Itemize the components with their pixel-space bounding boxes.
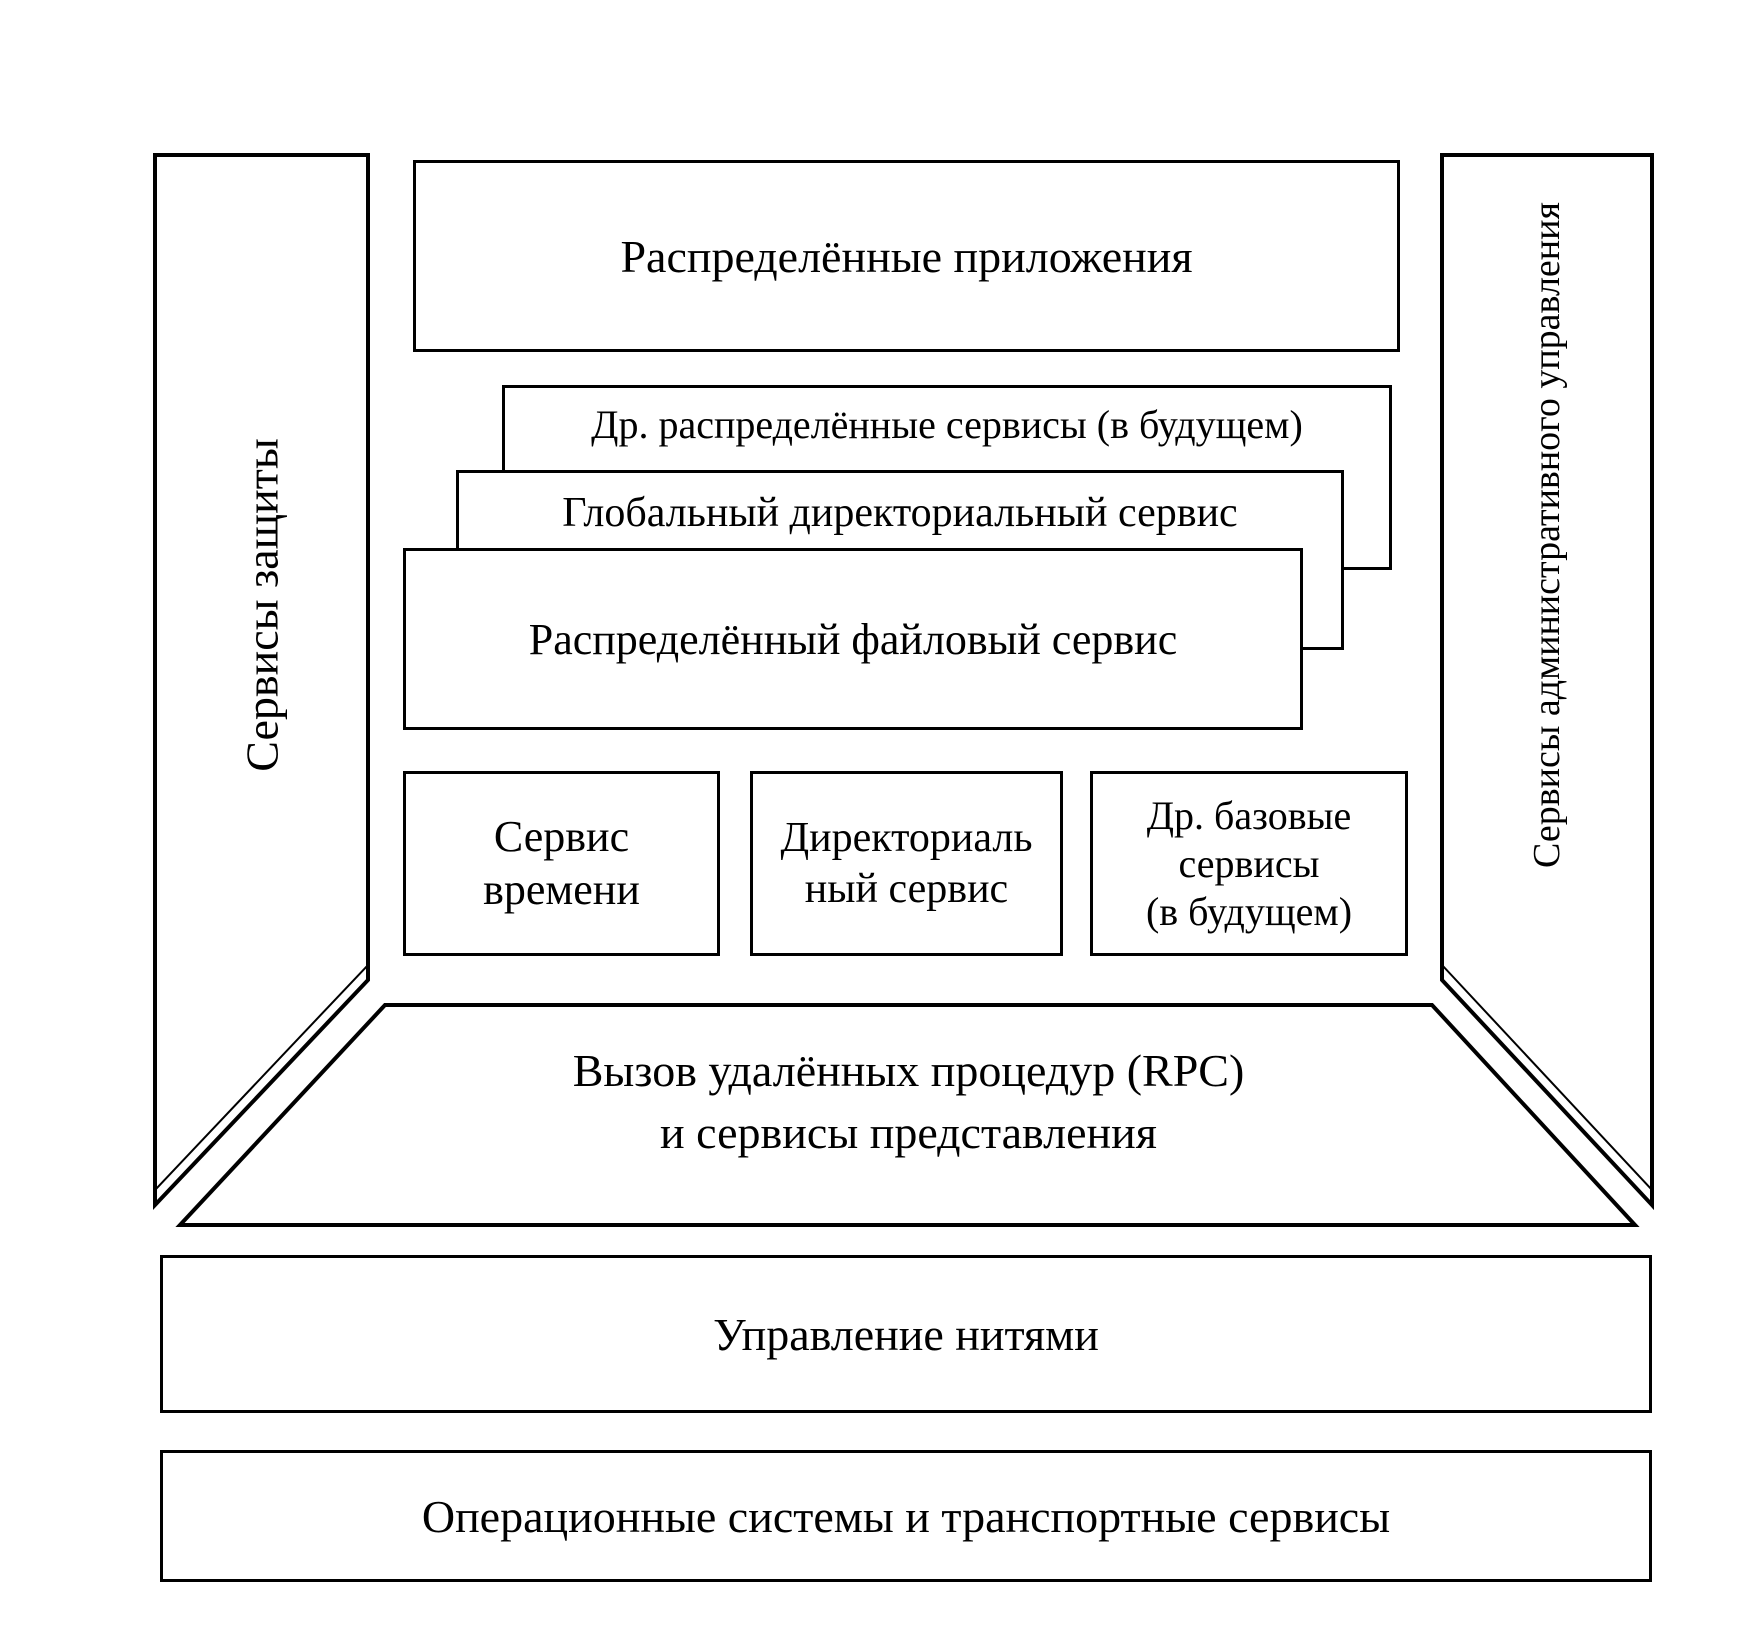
global-directory-service-label: Глобальный директориальный сервис (562, 490, 1238, 536)
distributed-file-service-box: Распределённый файловый сервис (403, 548, 1303, 730)
thread-management-label: Управление нитями (713, 1308, 1099, 1360)
rpc-trapezoid (175, 1003, 1640, 1227)
time-service-label-line2: времени (483, 864, 640, 914)
rpc-label-line1: Вызов удалённых процедур (RPC) (572, 1045, 1245, 1096)
admin-services-label-wrap: Сервисы административного управления (1442, 155, 1652, 1055)
directory-service-label-line1: Директориаль (780, 815, 1033, 862)
distributed-apps-label: Распределённые приложения (620, 230, 1193, 282)
other-base-services-label-line3: (в будущем) (1145, 888, 1353, 934)
distributed-file-service-label: Распределённый файловый сервис (528, 614, 1178, 664)
os-transport-box: Операционные системы и транспортные серв… (160, 1450, 1652, 1582)
security-pillar-edge (154, 964, 369, 1191)
thread-management-box: Управление нитями (160, 1255, 1652, 1413)
security-services-label: Сервисы защиты (236, 438, 287, 772)
admin-services-label: Сервисы административного управления (1526, 202, 1568, 868)
rpc-label-line2: и сервисы представления (660, 1107, 1157, 1159)
time-service-label-line1: Сервис (493, 811, 630, 861)
directory-service-box: Директориаль ный сервис (750, 771, 1063, 956)
other-distributed-services-label: Др. распределённые сервисы (в будущем) (591, 402, 1303, 447)
admin-pillar-edge (1441, 964, 1653, 1191)
os-transport-label: Операционные системы и транспортные серв… (421, 1490, 1391, 1542)
security-services-label-wrap: Сервисы защиты (155, 155, 368, 1055)
time-service-box: Сервис времени (403, 771, 720, 956)
directory-service-label-line2: ный сервис (804, 865, 1009, 912)
admin-services-pillar (1440, 153, 1654, 1211)
other-base-services-box: Др. базовые сервисы (в будущем) (1090, 771, 1408, 956)
distributed-apps-box: Распределённые приложения (413, 160, 1400, 352)
security-services-pillar (153, 153, 370, 1211)
rpc-label: Вызов удалённых процедур (RPC) и сервисы… (385, 1040, 1432, 1164)
other-base-services-label-line1: Др. базовые (1146, 792, 1352, 838)
other-base-services-label-line2: сервисы (1178, 840, 1320, 886)
